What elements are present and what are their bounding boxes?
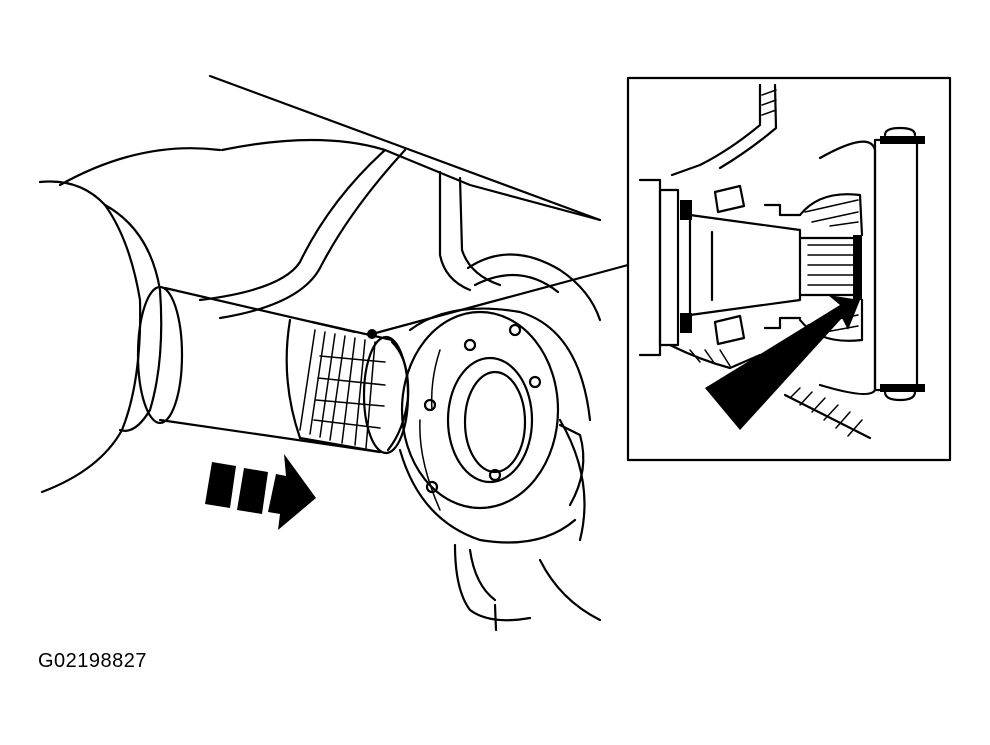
detail-callout-leader — [367, 263, 630, 339]
wheel-arc — [558, 418, 586, 542]
inset-detail-view — [626, 76, 952, 462]
vehicle-frame-outline — [58, 74, 602, 322]
axle-shaft — [158, 286, 410, 455]
axle-housing — [38, 180, 184, 494]
figure-reference-code: G02198827 — [38, 650, 148, 672]
install-direction-arrow — [205, 454, 316, 530]
hub-flange — [398, 307, 602, 632]
